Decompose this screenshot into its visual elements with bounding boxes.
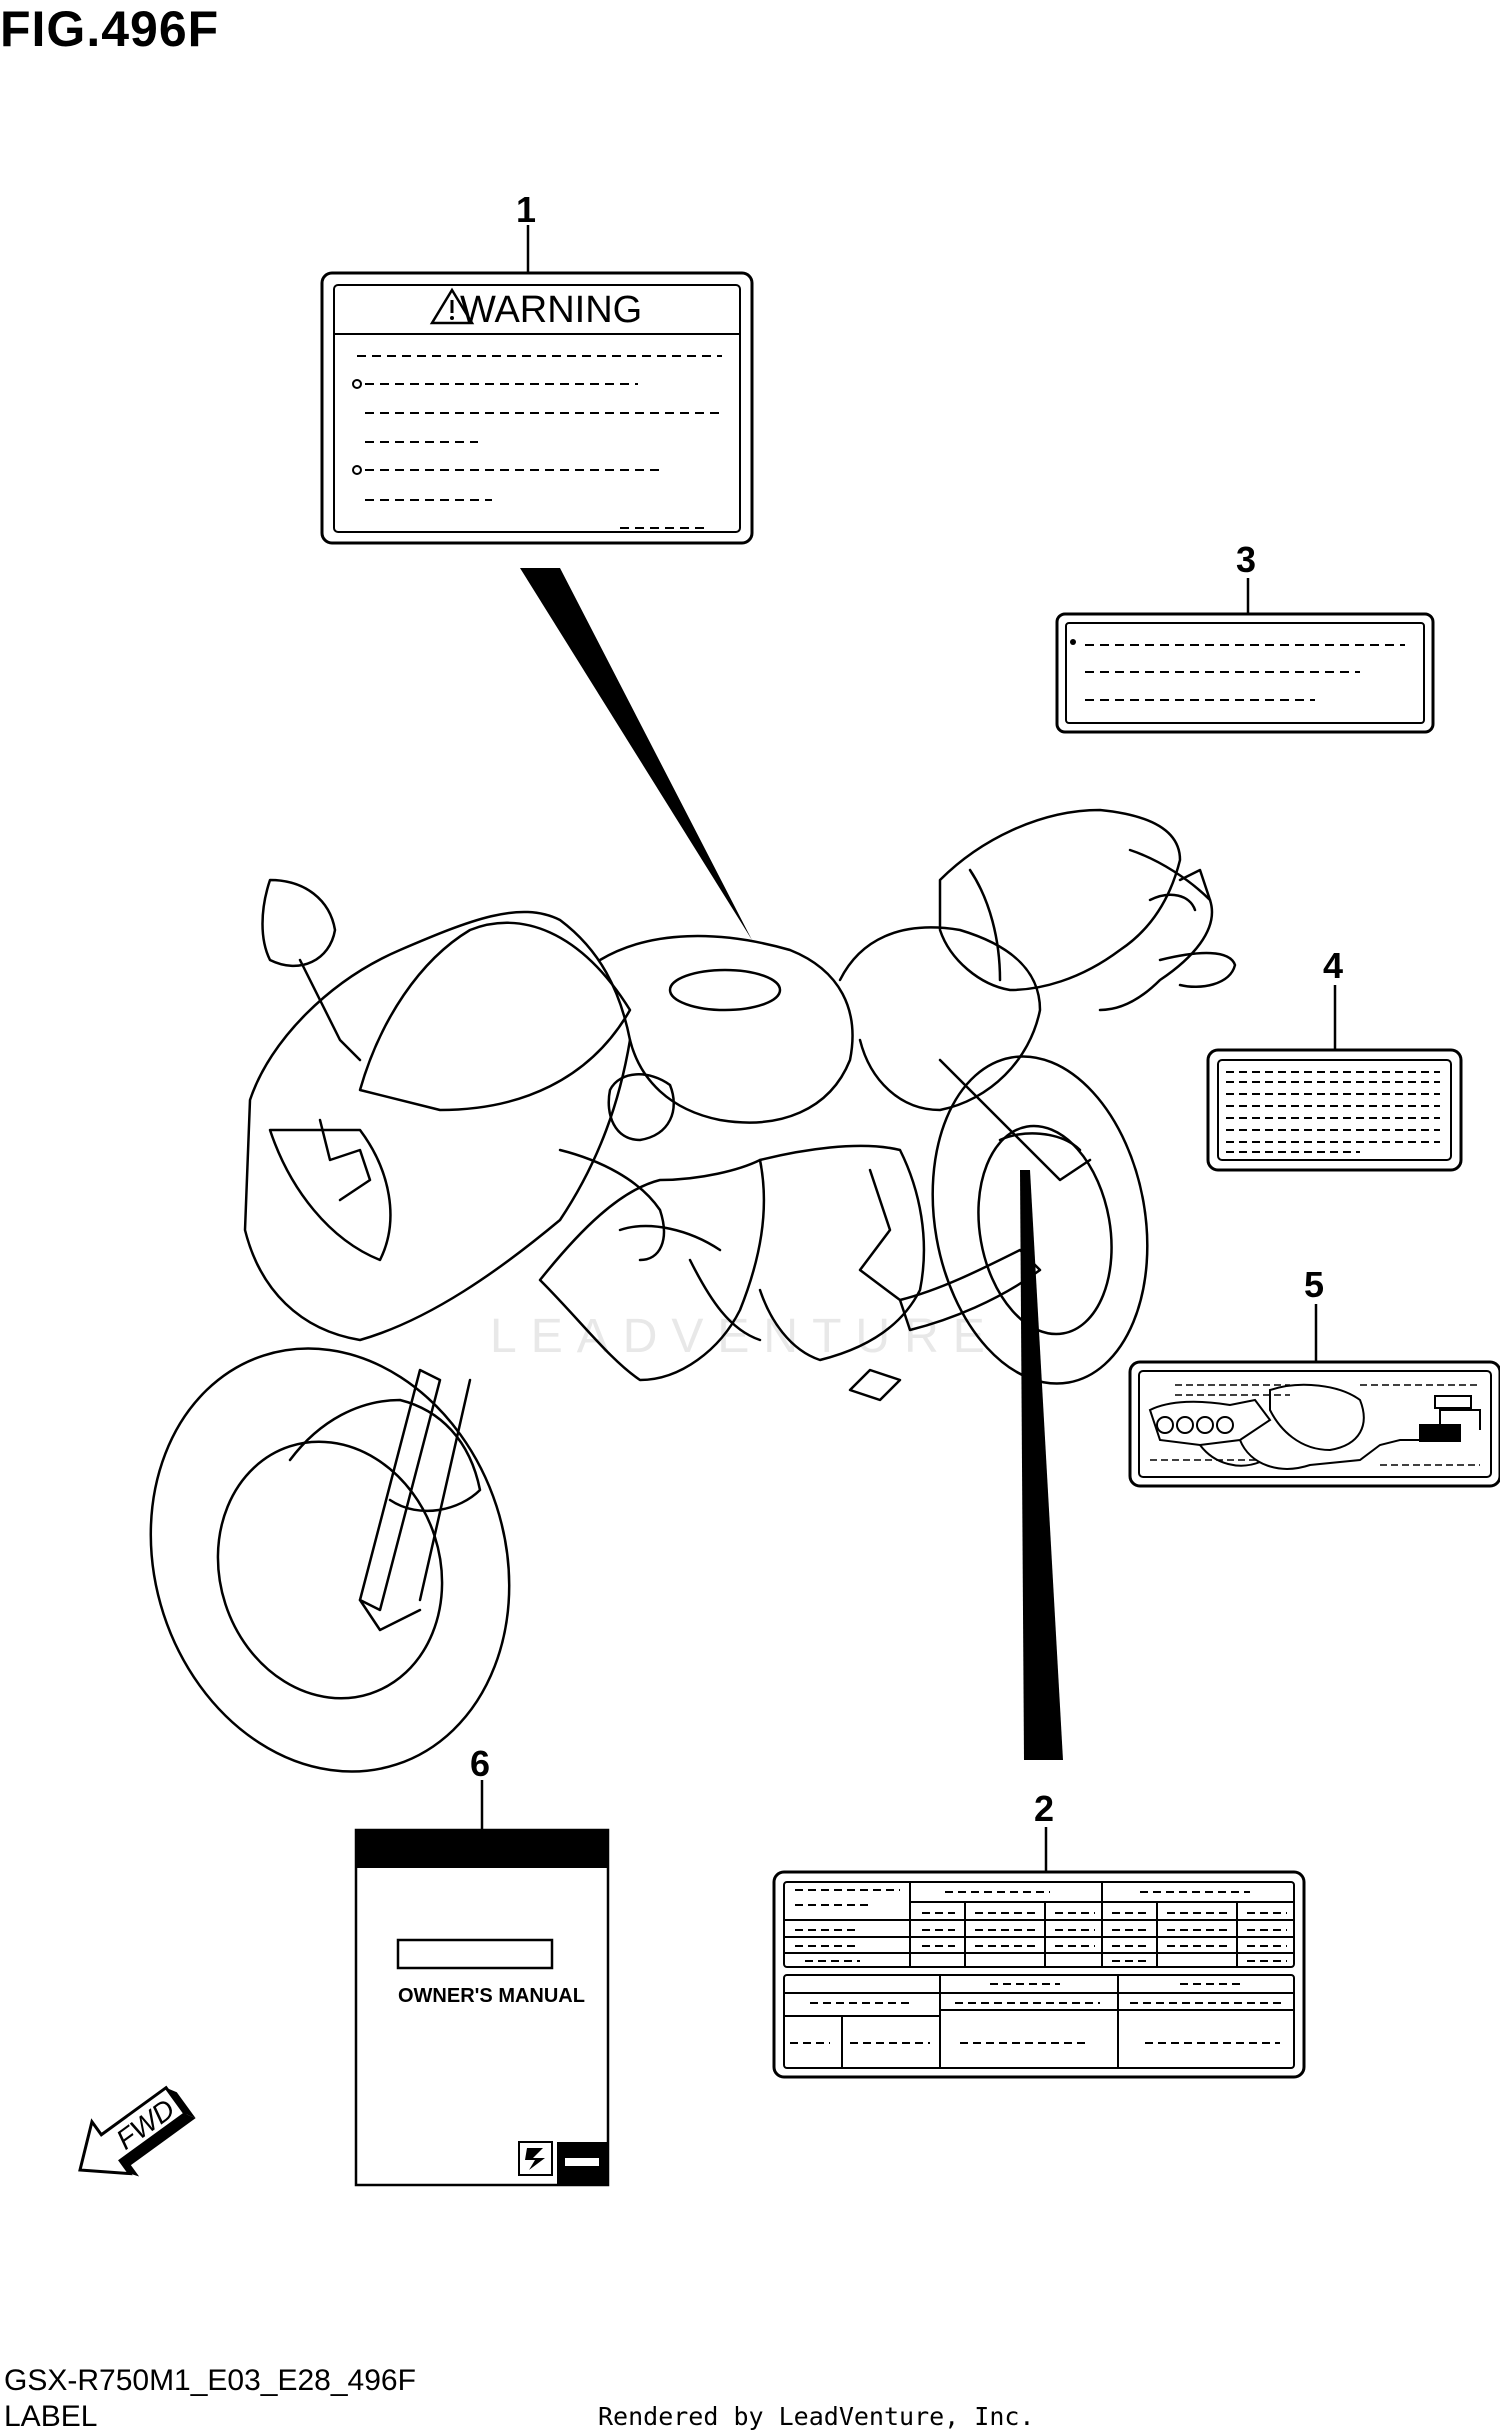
motorcycle-outline <box>149 808 1237 1773</box>
owners-manual-title: OWNER'S MANUAL <box>398 1985 585 2007</box>
figure-title: FIG.496F <box>0 1 220 57</box>
callout-5: 5 <box>1304 1264 1324 1305</box>
leader-1-wedge <box>520 568 752 940</box>
suzuki-logo-icon <box>518 2141 608 2185</box>
part-1-warning-label[interactable]: WARNING <box>320 225 754 545</box>
render-credit: Rendered by LeadVenture, Inc. <box>598 2402 1035 2431</box>
hose-diagram-icon <box>1148 1383 1481 1470</box>
callout-2: 2 <box>1034 1788 1054 1829</box>
warning-heading: WARNING <box>460 289 642 331</box>
callout-6: 6 <box>470 1743 490 1784</box>
figure-label: LABEL <box>4 2400 98 2433</box>
part-3-caution-label[interactable] <box>1055 578 1435 734</box>
part-2-tire-information-label[interactable] <box>772 1827 1306 2079</box>
figure-code: GSX-R750M1_E03_E28_496F <box>4 2364 416 2397</box>
part-4-info-label[interactable] <box>1206 985 1463 1172</box>
part-6-owners-manual[interactable]: OWNER'S MANUAL <box>354 1780 610 2187</box>
watermark: LEADVENTURE <box>490 1310 999 1363</box>
warning-triangle-icon <box>429 287 475 325</box>
callout-3: 3 <box>1236 539 1256 580</box>
callout-4: 4 <box>1323 945 1343 986</box>
forward-direction-arrow: FWD <box>78 2085 196 2177</box>
callout-1: 1 <box>516 189 536 230</box>
part-5-hose-routing-label[interactable] <box>1128 1304 1500 1488</box>
leader-2-wedge <box>1020 1170 1063 1760</box>
